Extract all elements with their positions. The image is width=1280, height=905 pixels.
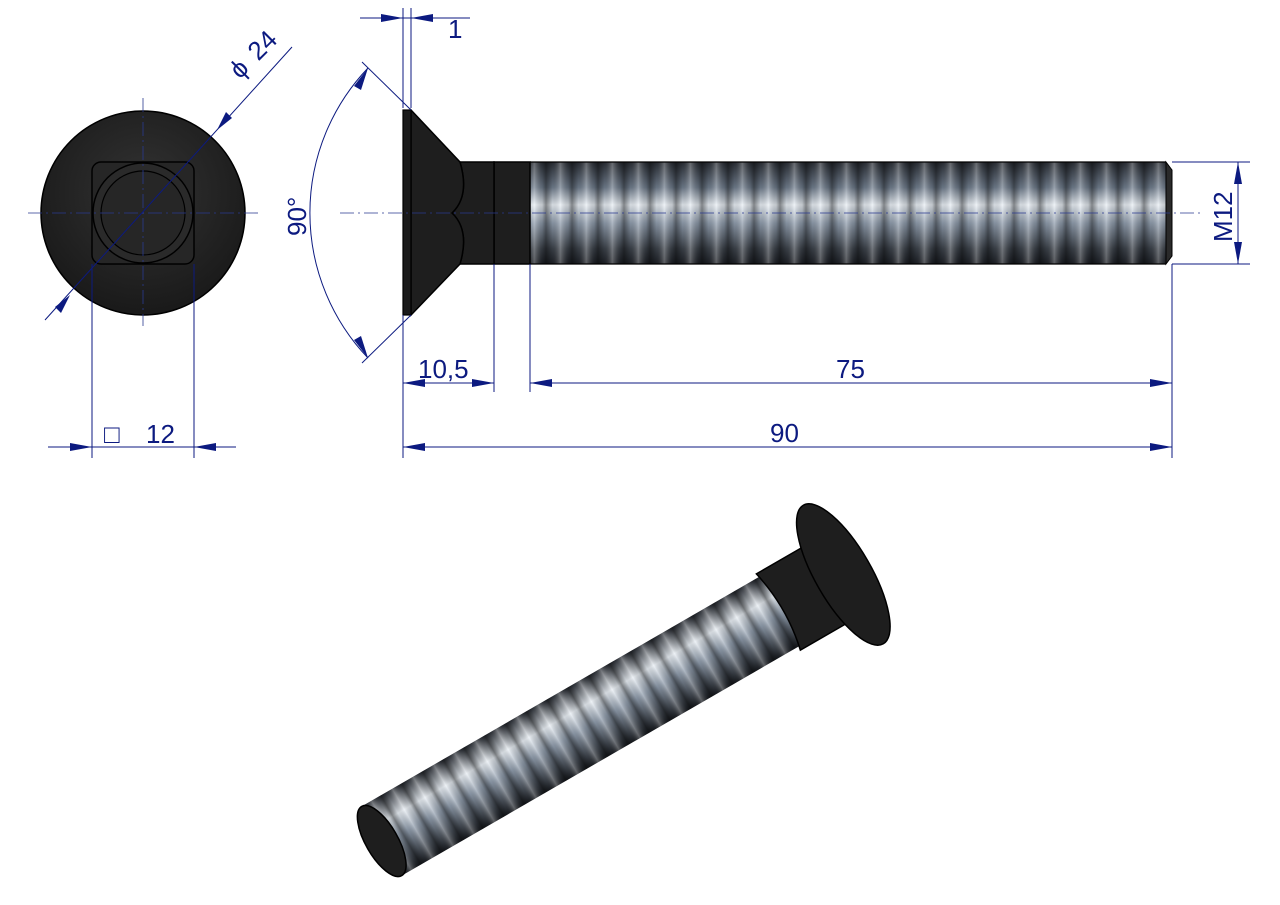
head-diameter-label: 24 bbox=[241, 24, 283, 66]
head-3d bbox=[795, 503, 891, 646]
total-length-label: 90 bbox=[770, 418, 799, 448]
head-edge-label: 1 bbox=[448, 14, 462, 44]
end-cap-3d bbox=[356, 804, 407, 878]
thread-size-label: M12 bbox=[1208, 191, 1238, 242]
front-view: ϕ 24 □ 12 bbox=[28, 24, 293, 458]
square-symbol: □ bbox=[104, 419, 120, 449]
square-neck-label: 12 bbox=[146, 419, 175, 449]
head-angle-label: 90° bbox=[282, 197, 312, 236]
neck-length-label: 10,5 bbox=[418, 354, 469, 384]
head-diameter-symbol: ϕ bbox=[223, 53, 255, 85]
neck-3d bbox=[755, 542, 854, 652]
countersunk-head bbox=[410, 108, 465, 317]
side-view: 1 90° 10,5 75 90 M12 bbox=[282, 8, 1250, 458]
thread-length-label: 75 bbox=[836, 354, 865, 384]
isometric-view bbox=[356, 503, 891, 878]
